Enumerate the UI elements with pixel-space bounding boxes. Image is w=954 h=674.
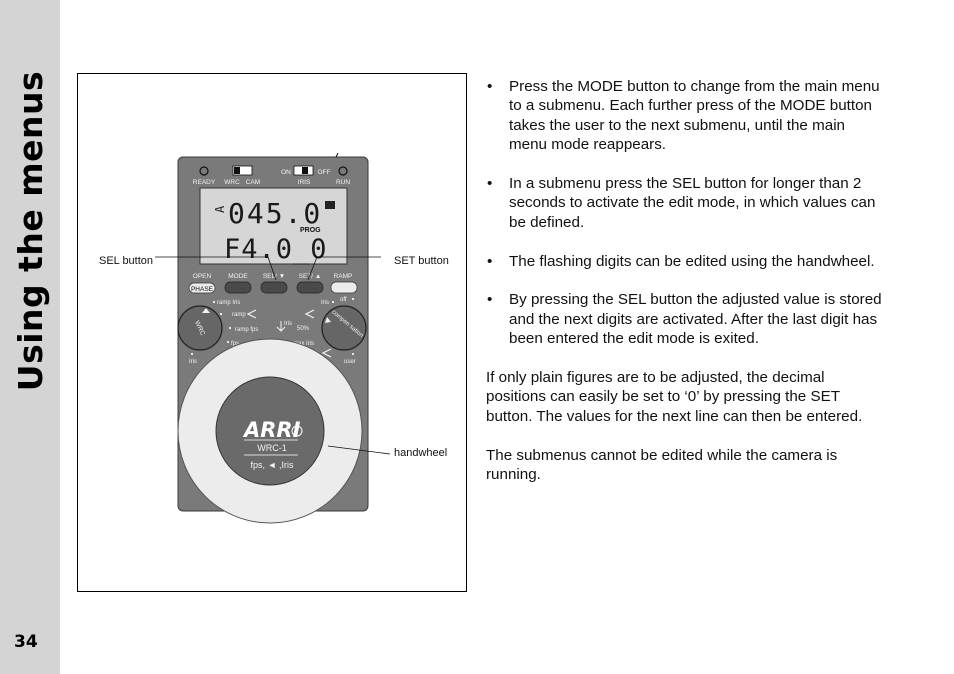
sel-button-callout: SEL button xyxy=(99,255,154,267)
set-button-callout: SET button xyxy=(394,255,449,267)
lcd-prog: PROG xyxy=(300,227,321,234)
wrc-label: WRC xyxy=(224,179,240,186)
figure-frame: READY WRC CAM ON OFF IRIS RUN A 045.0 PR… xyxy=(77,73,467,592)
instructions-text: Press the MODE button to change from the… xyxy=(486,77,886,504)
center-iris-label: Iris xyxy=(284,321,292,327)
instruction-handwheel: The flashing digits can be edited using … xyxy=(486,252,886,272)
percent-label: 50% xyxy=(297,326,310,332)
set-label: SET/ ▲ xyxy=(299,273,322,280)
ramp-iris-label: ramp Iris xyxy=(217,300,240,306)
user-label: user xyxy=(344,359,356,365)
set-button xyxy=(296,281,324,294)
open-label: OPEN xyxy=(193,273,212,280)
cam-label: CAM xyxy=(246,179,260,186)
sel-button xyxy=(260,281,288,294)
on-label: ON xyxy=(281,169,291,176)
handwheel-caption: fps, ◄ ,Iris xyxy=(251,460,294,470)
page-number: 34 xyxy=(14,632,38,652)
right-top-arrow-icon xyxy=(304,309,315,319)
phase-button xyxy=(188,282,216,294)
iris-label: IRIS xyxy=(298,179,311,186)
section-title: Using the menus xyxy=(10,70,50,392)
arri-logo-mark-icon xyxy=(291,425,303,437)
arri-logo: ARRI xyxy=(242,418,301,442)
wrc-knob xyxy=(177,305,223,351)
mode-label: MODE xyxy=(228,273,248,280)
ramp-button xyxy=(330,281,358,294)
device-illustration: READY WRC CAM ON OFF IRIS RUN A 045.0 PR… xyxy=(155,152,391,524)
instruction-sel-edit: In a submenu press the SEL button for lo… xyxy=(486,174,886,232)
lcd-battery-icon xyxy=(325,201,335,209)
iris-indicator-icon xyxy=(276,321,286,332)
paragraph-running: The submenus cannot be edited while the … xyxy=(486,446,838,484)
handwheel-callout: handwheel xyxy=(394,447,448,459)
handwheel-hub xyxy=(215,376,325,486)
wrc-cam-switch xyxy=(232,165,253,176)
instruction-mode: Press the MODE button to change from the… xyxy=(486,77,886,155)
lcd-line-1: 045.0 xyxy=(228,197,322,230)
left-iris-label: Iris xyxy=(189,359,197,365)
compensation-knob xyxy=(321,305,367,351)
lcd-line-2: F4.0_0 xyxy=(224,234,328,265)
paragraph-set-button: If only plain figures are to be adjusted… xyxy=(486,369,863,425)
off-label: OFF xyxy=(318,169,331,176)
right-iris-label: Iris xyxy=(321,300,329,306)
run-label: RUN xyxy=(336,179,350,186)
phase-label: PHASE xyxy=(191,286,214,293)
sidebar: Using the menus 34 xyxy=(0,0,60,674)
max-iris-label: max Iris xyxy=(293,341,314,347)
max-arrow-icon xyxy=(321,348,332,358)
ready-led-icon xyxy=(199,166,209,176)
instruction-store: By pressing the SEL button the adjusted … xyxy=(486,290,886,348)
ramp-label: RAMP xyxy=(334,273,353,280)
model-label: WRC-1 xyxy=(257,443,287,453)
ready-label: READY xyxy=(193,179,216,186)
ramp-arrow-icon xyxy=(246,309,257,319)
ramp-fps-label: ramp fps xyxy=(235,327,258,333)
ramp-left-label: ramp xyxy=(232,312,246,318)
lcd-marker: A xyxy=(213,205,227,213)
instructions-list: Press the MODE button to change from the… xyxy=(486,77,886,349)
fps-label: fps xyxy=(231,341,239,347)
off-knob-label: off xyxy=(340,297,347,303)
sel-label: SEL/ ▼ xyxy=(263,273,285,280)
run-led-icon xyxy=(338,166,348,176)
mode-button xyxy=(224,281,252,294)
lcd-display xyxy=(199,187,348,265)
